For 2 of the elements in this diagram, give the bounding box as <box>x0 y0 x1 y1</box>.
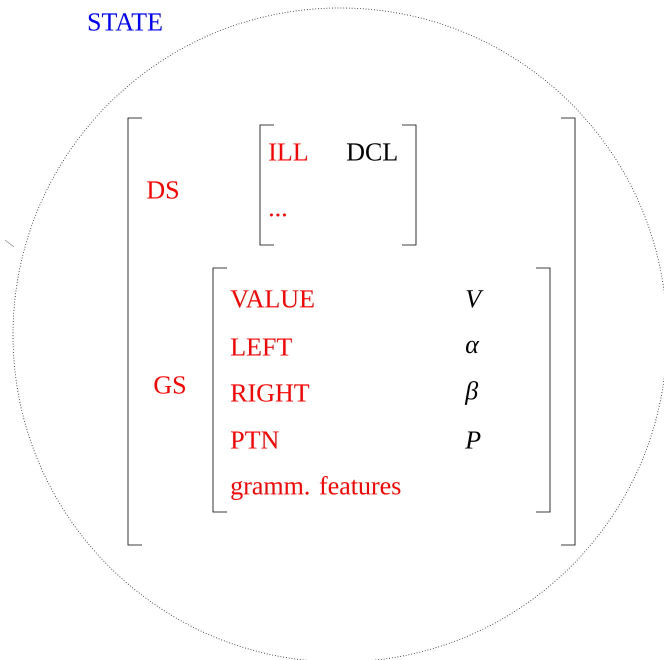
attribute-value-matrix: ILL DCL ... <box>260 124 416 246</box>
attribute-value-matrix: VALUE V LEFT α RIGHT β PTN P gramm. features <box>212 268 550 512</box>
